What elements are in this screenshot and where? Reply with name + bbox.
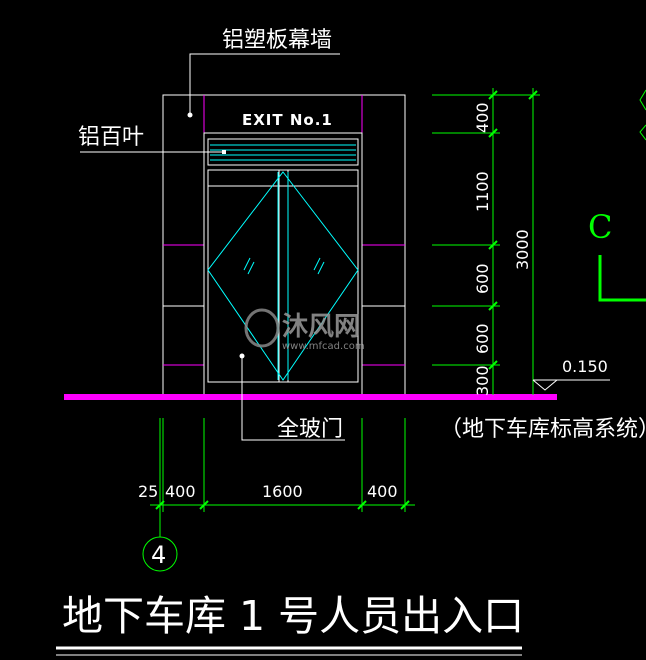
- label-curtain-wall: 铝塑板幕墙: [222, 28, 332, 53]
- exit-sign: EXIT No.1: [242, 111, 333, 129]
- hdim-3: 1600: [262, 482, 303, 501]
- glass-swing-diamond: [207, 171, 359, 381]
- vdim-5: 300: [473, 365, 492, 396]
- horizontal-dim-chain: [150, 418, 415, 512]
- label-louver: 铝百叶: [78, 125, 144, 150]
- vertical-dim-ticks: [488, 90, 538, 370]
- louver-slats: [210, 144, 356, 161]
- elevation-value: 0.150: [562, 357, 608, 376]
- watermark-url: www.mfcad.com: [282, 341, 365, 352]
- section-bracket: [598, 255, 646, 302]
- ground-line: [64, 394, 557, 400]
- label-glass-door: 全玻门: [277, 417, 343, 442]
- vdim-1: 400: [473, 102, 492, 133]
- hdim-2: 400: [165, 482, 196, 501]
- elevation-marker: [532, 379, 610, 391]
- label-elevation-system: （地下车库标高系统）: [440, 417, 646, 442]
- panel-joints: [163, 95, 405, 366]
- glass-reflection: [243, 257, 325, 275]
- watermark-name: 沐风网: [282, 312, 360, 342]
- vdim-3: 600: [473, 263, 492, 294]
- vdim-2: 1100: [473, 171, 492, 212]
- drawing-title: 地下车库 1 号人员出入口: [62, 592, 524, 640]
- section-mark: C: [588, 208, 612, 246]
- watermark: 沐风网 www.mfcad.com: [244, 308, 365, 352]
- total-height-dim: 3000: [513, 229, 532, 270]
- hdim-1: 25: [138, 482, 158, 501]
- vdim-4: 600: [473, 323, 492, 354]
- hdim-4: 400: [367, 482, 398, 501]
- vertical-dim-chain: [432, 88, 540, 395]
- grid-axis-bubble: [142, 536, 178, 572]
- grid-axis-number: 4: [151, 541, 166, 569]
- louver: [207, 138, 359, 166]
